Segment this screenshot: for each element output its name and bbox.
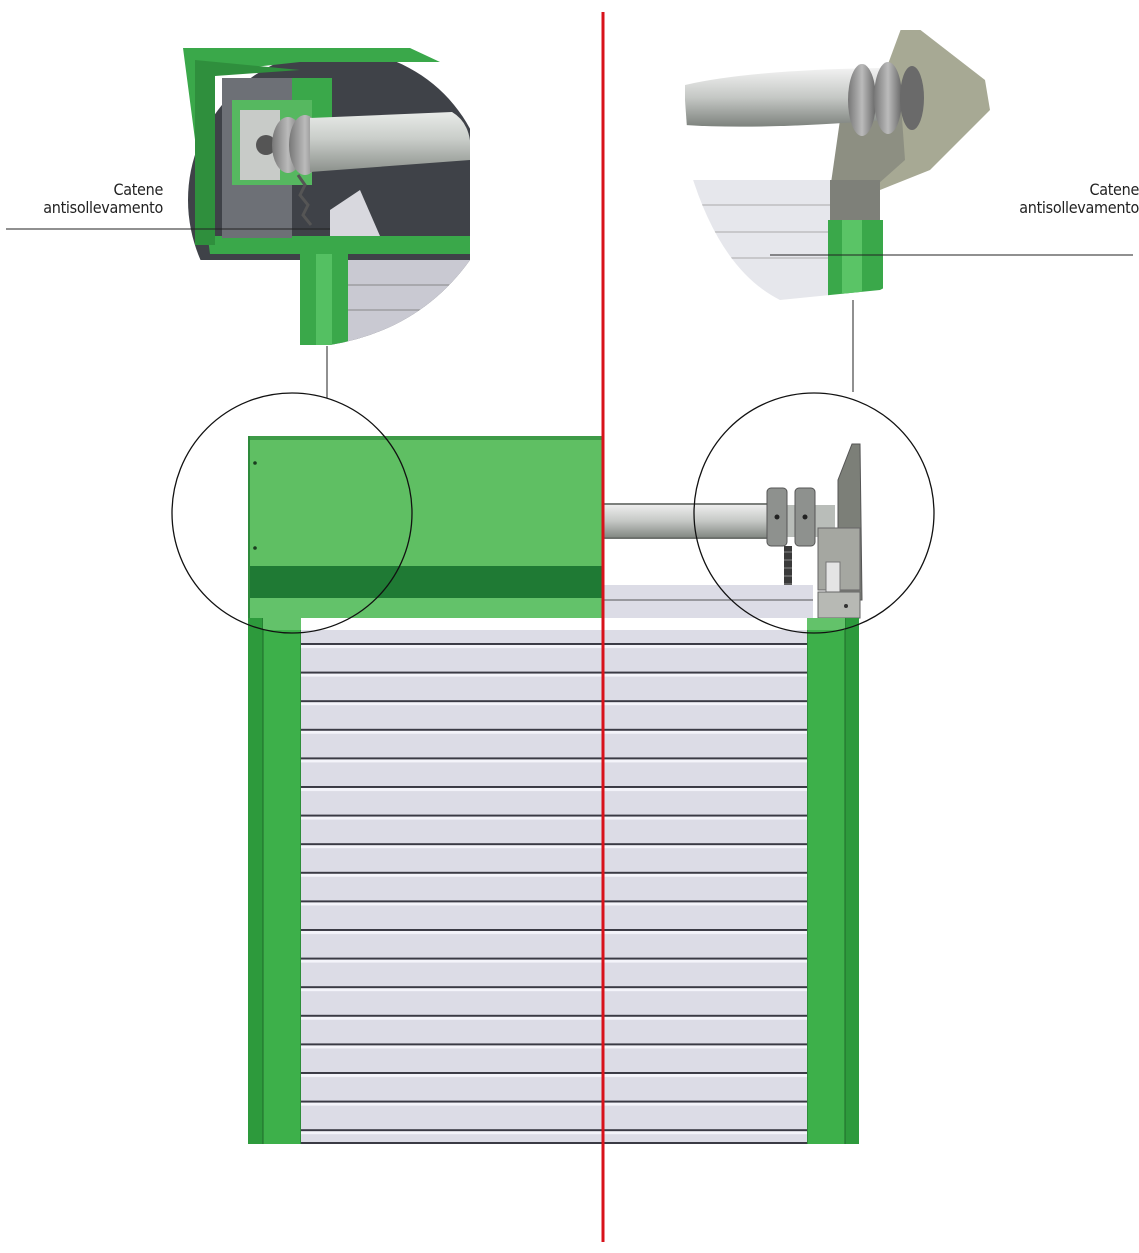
callout-lines <box>6 228 1133 398</box>
callout-right-line2: antisollevamento <box>1019 198 1139 217</box>
shutter-slats <box>301 630 807 1144</box>
callout-label-right: Catene antisollevamento <box>983 181 1139 217</box>
right-detail-view <box>680 30 990 300</box>
callout-label-left: Catene antisollevamento <box>0 181 163 217</box>
callout-left-line2: antisollevamento <box>43 198 163 217</box>
left-detail-view <box>180 40 470 345</box>
callout-right-line1: Catene <box>1089 180 1139 199</box>
shutter-left-half <box>248 436 603 1144</box>
shutter-right-half <box>603 443 863 1144</box>
detail-circles <box>171 392 935 634</box>
callout-left-line1: Catene <box>113 180 163 199</box>
